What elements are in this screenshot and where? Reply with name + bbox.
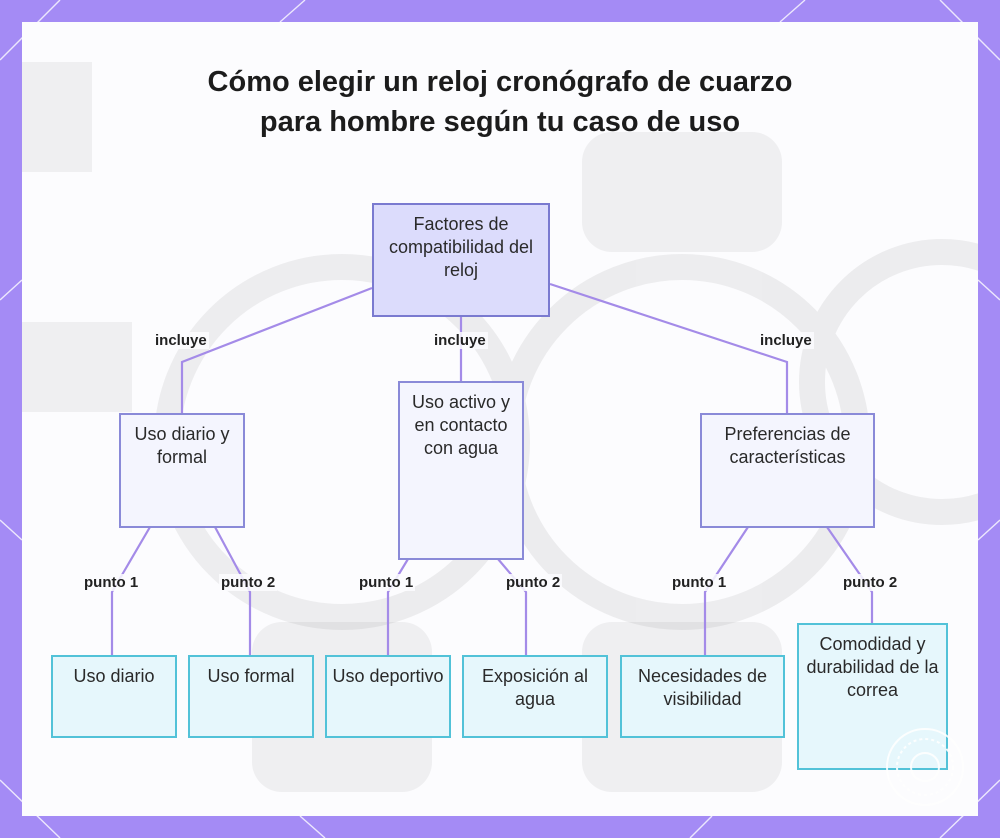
leaf-node-label: Comodidad y durabilidad de la correa	[806, 634, 939, 700]
leaf-node-label: Uso formal	[207, 666, 295, 686]
edge-label-punto-2a: punto 2	[219, 574, 278, 591]
connector-lines	[110, 282, 874, 656]
connector-branch1-leaf1	[110, 526, 151, 656]
connector-root-branch1	[180, 286, 373, 414]
edge-label-punto-1c: punto 1	[670, 574, 729, 591]
leaf-node-label: Uso diario	[73, 666, 155, 686]
branch-node-label: Uso diario y formal	[134, 424, 230, 467]
leaf-node-label: Uso deportivo	[332, 666, 444, 686]
branch-node-label: Preferencias de características	[724, 424, 851, 467]
branch-node-uso-activo-agua: Uso activo y en contacto con agua	[398, 381, 524, 560]
connector-branch2-leaf1	[386, 558, 409, 656]
edge-label-incluye-3: incluye	[758, 332, 814, 349]
edge-label-punto-2b: punto 2	[504, 574, 563, 591]
seal-watermark-icon	[886, 728, 964, 806]
connector-branch3-leaf2	[826, 526, 874, 624]
leaf-node-necesidades-visibilidad: Necesidades de visibilidad	[620, 655, 785, 738]
leaf-node-uso-deportivo: Uso deportivo	[325, 655, 451, 738]
branch-node-preferencias: Preferencias de características	[700, 413, 875, 528]
leaf-node-exposicion-agua: Exposición al agua	[462, 655, 608, 738]
leaf-node-label: Necesidades de visibilidad	[637, 666, 768, 709]
leaf-node-comodidad-correa: Comodidad y durabilidad de la correa	[797, 623, 948, 770]
connector-branch1-leaf2	[214, 526, 252, 656]
diagram-card: Cómo elegir un reloj cronógrafo de cuarz…	[22, 22, 978, 816]
leaf-node-label: Exposición al agua	[481, 666, 589, 709]
leaf-node-uso-diario: Uso diario	[51, 655, 177, 738]
leaf-node-uso-formal: Uso formal	[188, 655, 314, 738]
root-node-label: Factores de compatibilidad del reloj	[388, 214, 534, 280]
edge-label-incluye-2: incluye	[432, 332, 488, 349]
edge-label-punto-1a: punto 1	[82, 574, 141, 591]
branch-node-label: Uso activo y en contacto con agua	[411, 392, 511, 458]
edge-label-incluye-1: incluye	[153, 332, 209, 349]
branch-node-uso-diario-formal: Uso diario y formal	[119, 413, 245, 528]
diagram-title: Cómo elegir un reloj cronógrafo de cuarz…	[207, 66, 793, 138]
edge-label-punto-2c: punto 2	[841, 574, 900, 591]
root-node: Factores de compatibilidad del reloj	[372, 203, 550, 317]
connector-branch2-leaf2	[497, 558, 528, 656]
connector-branch3-leaf1	[703, 526, 749, 656]
connector-root-branch3	[549, 282, 789, 414]
edge-label-punto-1b: punto 1	[357, 574, 416, 591]
